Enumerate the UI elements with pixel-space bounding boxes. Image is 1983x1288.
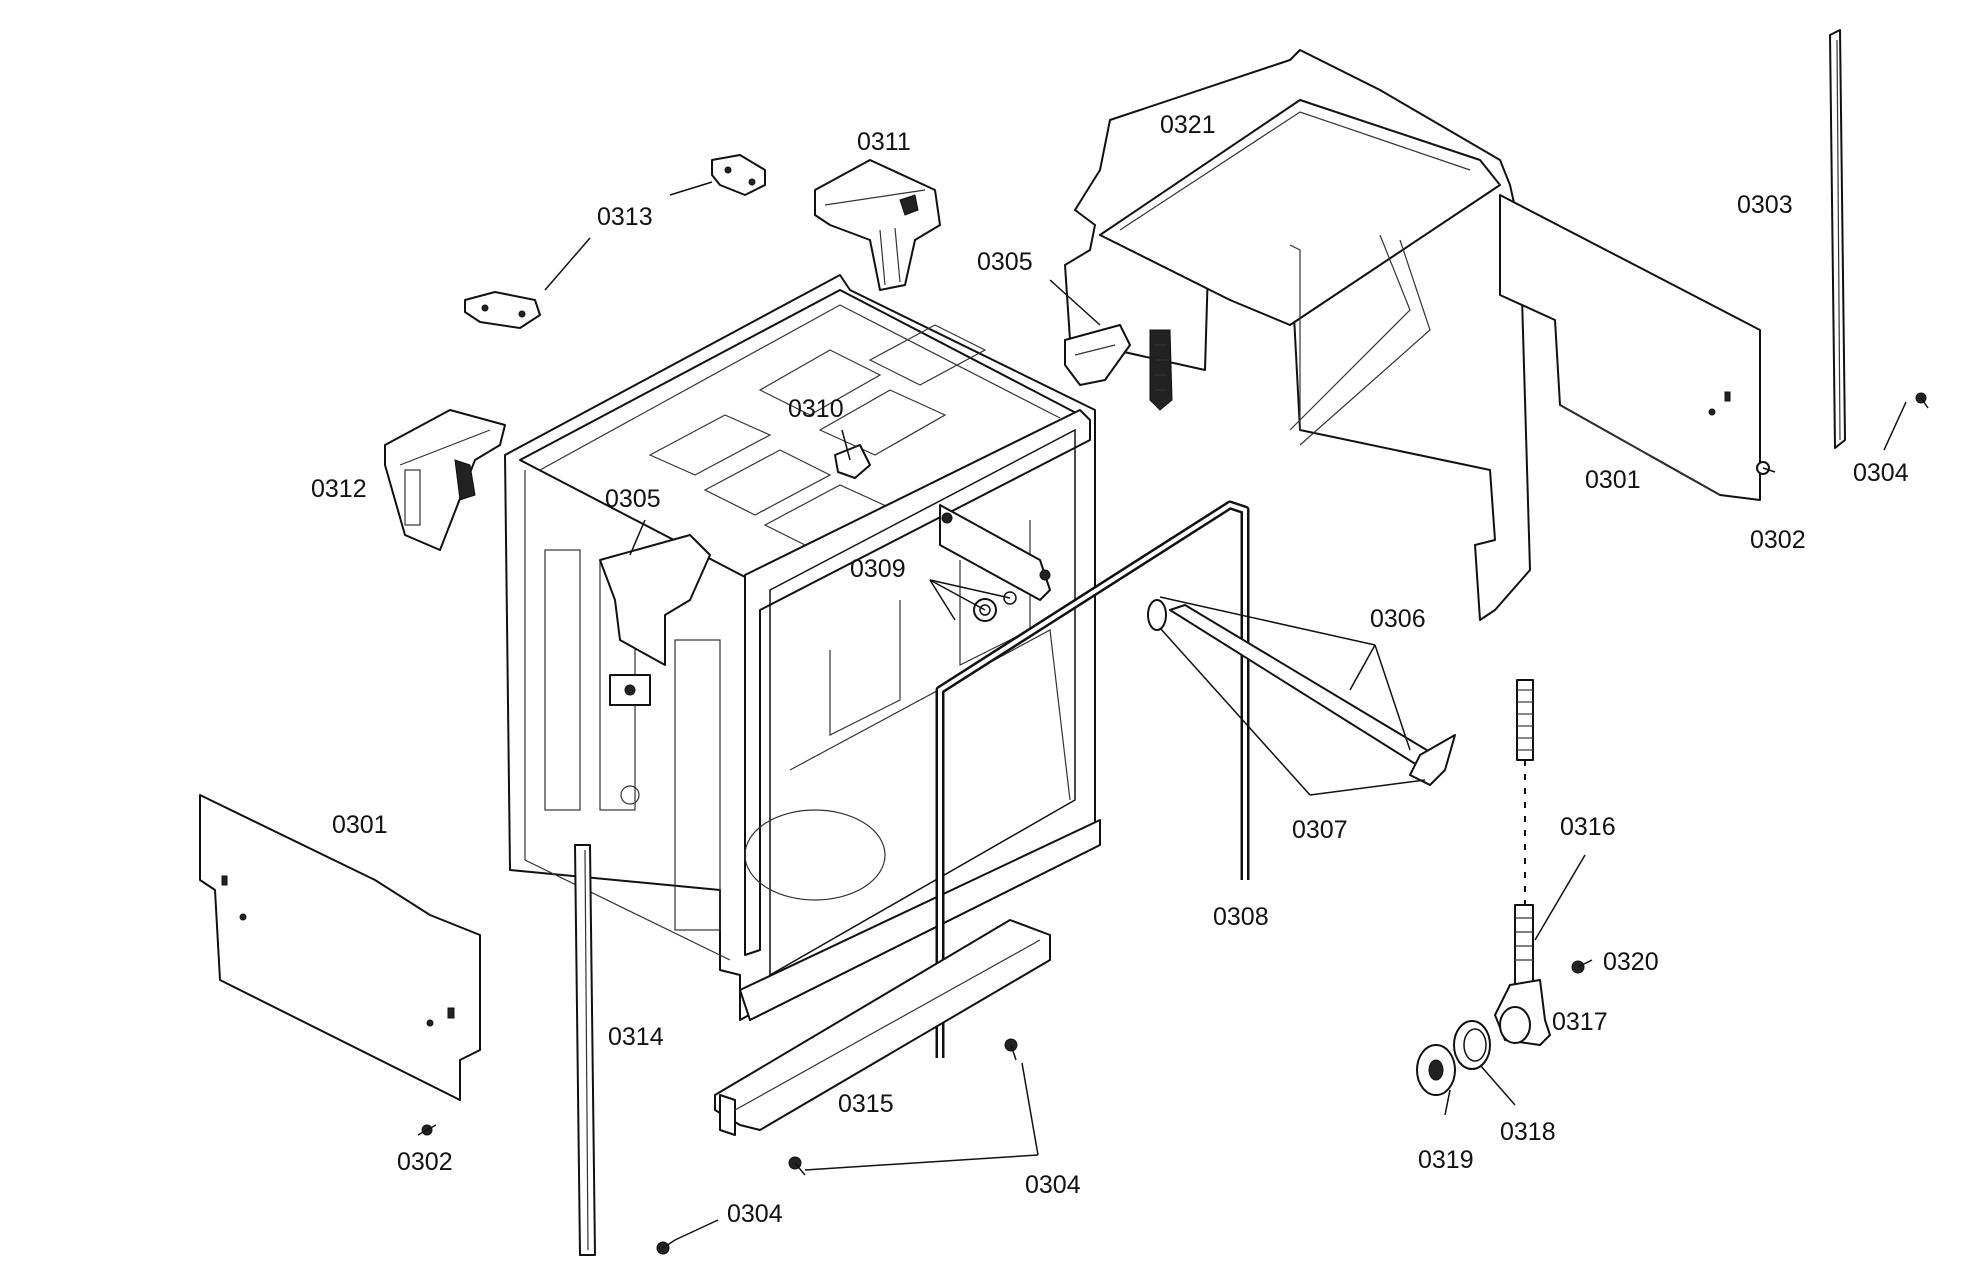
part-bracket-0305-mid [599,534,711,706]
callout-0306: 0306 [1370,605,1426,633]
part-bracket-0305-top [1064,324,1131,386]
callout-0321: 0321 [1160,111,1216,139]
callout-0302-right: 0302 [1750,526,1806,554]
part-cap-0319 [1416,1044,1456,1096]
callout-0320: 0320 [1603,948,1659,976]
part-screw-0320 [1571,959,1593,974]
callout-0313: 0313 [597,203,653,231]
callout-0307: 0307 [1292,816,1348,844]
part-screw-0304-bottom-mid [788,1156,806,1176]
part-clip-0310 [834,444,871,479]
callout-0304-bottom-center: 0304 [1025,1171,1081,1199]
part-outer-shell [1064,49,1531,621]
callout-0314: 0314 [608,1023,664,1051]
callout-0309: 0309 [850,555,906,583]
part-bottom-rail-0315 [714,919,1051,1136]
callout-0316: 0316 [1560,813,1616,841]
part-side-panel-left [199,794,481,1101]
callout-0304-bottom-left: 0304 [727,1200,783,1228]
part-hinge-0309 [939,504,1051,622]
callout-0317: 0317 [1552,1008,1608,1036]
callout-labels: 0321 0311 0313 0305 0303 0310 0312 0305 … [311,111,1909,1228]
callout-0303: 0303 [1737,191,1793,219]
callout-0301-right: 0301 [1585,466,1641,494]
callout-0310: 0310 [788,395,844,423]
part-hose-0316 [1514,679,1534,986]
leader-lines [544,181,1907,1241]
part-plate-0313-lower [464,291,541,329]
part-plate-0313-upper [711,154,766,196]
callout-0319: 0319 [1418,1146,1474,1174]
part-door-seal-0308 [935,500,1250,1058]
callout-0318: 0318 [1500,1118,1556,1146]
part-bracket-0312 [384,409,506,551]
callout-0312: 0312 [311,475,367,503]
callout-0304-right: 0304 [1853,459,1909,487]
callout-0305-top: 0305 [977,248,1033,276]
callout-0305-mid: 0305 [605,485,661,513]
part-screw-0304-right [1915,392,1929,409]
part-side-panel-right [1499,194,1761,501]
callout-0311: 0311 [857,128,911,156]
part-vertical-strip-0314 [574,844,596,1256]
part-screw-0304-rail [1004,1038,1018,1061]
part-bracket-0311 [814,159,941,291]
part-rod-0306 [1147,599,1456,786]
part-screw-0302-left [417,1124,437,1136]
part-vertical-strip-0303 [1829,29,1846,449]
part-main-tub [504,274,1101,1021]
callout-0308: 0308 [1213,903,1269,931]
part-elbow-0317 [1494,979,1551,1046]
part-screw-0302-right [1756,461,1776,475]
part-ring-0318 [1453,1020,1491,1070]
part-screw-0304-bottom-left [656,1239,676,1255]
callout-0302-left: 0302 [397,1148,453,1176]
callout-0301-left: 0301 [332,811,388,839]
callout-0315: 0315 [838,1090,894,1118]
